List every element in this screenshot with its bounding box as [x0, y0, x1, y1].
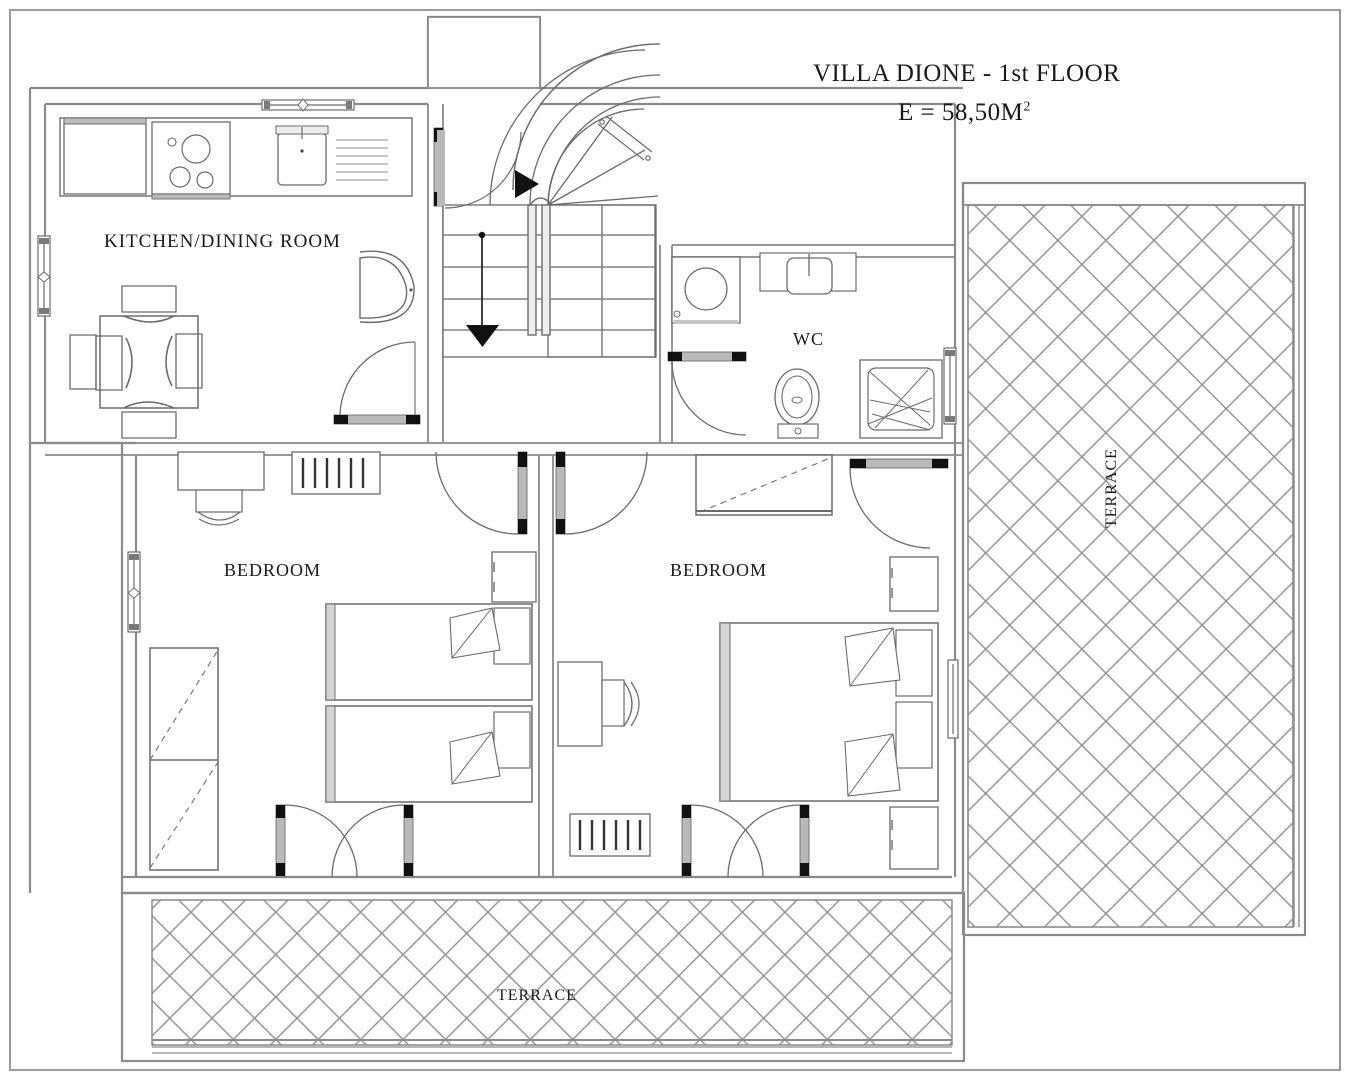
- wash-basin-icon: [759, 252, 857, 295]
- door-bedroom-right-to-terrace-south: [681, 804, 810, 878]
- radiator-icon: [291, 451, 381, 495]
- door-stairwell: [437, 130, 522, 209]
- refrigerator-icon: [63, 117, 147, 195]
- cooktop-icon: [151, 121, 231, 200]
- wc-east-window: [943, 347, 957, 425]
- washing-machine-icon: [671, 256, 741, 324]
- toilet-icon: [774, 368, 820, 439]
- dining-table-icon: [69, 285, 203, 439]
- room-label-kitchen: KITCHEN/DINING ROOM: [104, 231, 341, 252]
- door-bedroom-right-to-terrace-east: [849, 458, 949, 549]
- shower-tray-icon: [859, 359, 943, 439]
- winder-staircase: [427, 16, 661, 358]
- plan-area-note: E = 58,50M2: [898, 99, 1031, 127]
- kitchen-dining-room: [37, 98, 444, 439]
- room-label-terrace-east: TERRACE: [1103, 448, 1120, 528]
- handrail: [597, 115, 653, 161]
- twin-bed-lower-icon: [325, 705, 533, 803]
- door-kitchen-to-hall: [333, 341, 421, 425]
- armchair-icon: [359, 250, 415, 324]
- desk-right-icon: [557, 661, 640, 747]
- desk-icon: [177, 451, 265, 526]
- wc-room: [667, 252, 957, 439]
- door-bedroom-left-to-terrace: [275, 804, 414, 878]
- plan-title: VILLA DIONE - 1st FLOOR: [813, 60, 1121, 87]
- stair-arrow-up: [515, 170, 539, 198]
- sink-icon: [275, 125, 388, 186]
- bedroom-left-west-window: [127, 551, 141, 633]
- bedroom-right: [557, 454, 959, 878]
- nightstand-left-icon: [491, 551, 537, 603]
- wardrobe-sliding-left: [149, 647, 219, 871]
- stair-arrow-down: [466, 231, 499, 347]
- room-label-bedroom-left: BEDROOM: [224, 560, 322, 580]
- terrace-south: [120, 891, 966, 1063]
- door-hall-to-bedroom-left: [435, 451, 528, 535]
- room-label-terrace-south: TERRACE: [497, 987, 577, 1004]
- nightstand-right-upper-icon: [889, 556, 939, 612]
- twin-bed-upper-icon: [325, 603, 533, 701]
- exterior-walls: [28, 15, 965, 935]
- door-hall-to-bedroom-right: [555, 451, 648, 535]
- room-label-wc: WC: [793, 329, 824, 349]
- bedroom-left: [127, 451, 537, 878]
- sheet-border: [9, 9, 1341, 1071]
- wardrobe-sliding-right: [695, 454, 833, 516]
- nightstand-right-lower-icon: [889, 806, 939, 870]
- plan-area-value: E = 58,50M: [898, 99, 1024, 126]
- double-bed-icon: [719, 622, 939, 802]
- bedroom-right-east-window: [947, 659, 959, 739]
- room-label-bedroom-right: BEDROOM: [670, 560, 768, 580]
- kitchen-north-window: [261, 98, 355, 112]
- terrace-east: [961, 181, 1307, 937]
- door-hall-to-wc: [667, 351, 747, 436]
- radiator-right-icon: [569, 813, 651, 857]
- kitchen-west-window: [37, 235, 51, 317]
- plan-area-exponent: 2: [1023, 99, 1031, 115]
